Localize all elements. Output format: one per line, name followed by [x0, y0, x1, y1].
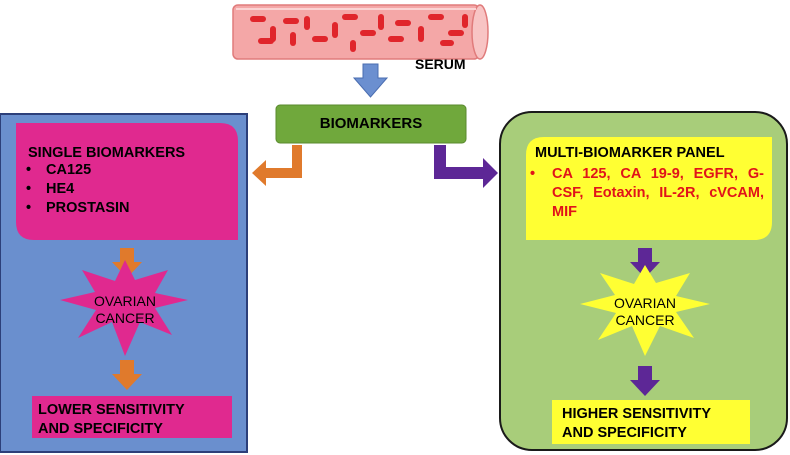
- lower-sensitivity-box: [32, 396, 232, 438]
- left-arrow-down-1-icon: [112, 248, 142, 278]
- result-line-2: AND SPECIFICITY: [562, 425, 687, 441]
- biomarkers-label: BIOMARKERS: [319, 115, 423, 132]
- biomarker-item: PROSTASIN: [26, 199, 130, 218]
- marker-list-text: CA 125, CA 19-9, EGFR, G-CSF, Eotaxin, I…: [552, 166, 764, 220]
- bullet-icon: •: [530, 166, 536, 182]
- result-line-1: HIGHER SENSITIVITY: [562, 406, 712, 422]
- multi-biomarker-title: MULTI-BIOMARKER PANEL: [535, 145, 725, 161]
- star-line-2: CANCER: [95, 310, 155, 326]
- lower-sensitivity-label: LOWER SENSITIVITY AND SPECIFICITY: [38, 401, 185, 439]
- right-arrow-down-1-icon: [630, 248, 660, 278]
- single-biomarkers-list: CA125 HE4 PROSTASIN: [26, 161, 130, 218]
- multi-biomarker-box: [526, 137, 772, 240]
- higher-sensitivity-box: [552, 400, 750, 444]
- right-ovarian-cancer-star: [580, 265, 710, 356]
- right-arrow-down-2-icon: [630, 366, 660, 396]
- single-biomarkers-title: SINGLE BIOMARKERS: [28, 145, 186, 161]
- blood-vessel-icon: [232, 4, 489, 60]
- higher-sensitivity-label: HIGHER SENSITIVITY AND SPECIFICITY: [562, 405, 711, 443]
- star-line-2: CANCER: [615, 312, 675, 328]
- biomarker-item: CA125: [26, 161, 130, 180]
- result-line-1: LOWER SENSITIVITY: [38, 402, 185, 418]
- star-line-1: OVARIAN: [94, 293, 156, 309]
- orange-branch-arrow-icon: [252, 145, 302, 186]
- left-arrow-down-2-icon: [112, 360, 142, 390]
- right-ovarian-cancer-label: OVARIAN CANCER: [595, 295, 695, 329]
- serum-label: SERUM: [415, 56, 466, 72]
- star-line-1: OVARIAN: [614, 295, 676, 311]
- left-ovarian-cancer-label: OVARIAN CANCER: [75, 293, 175, 327]
- result-line-2: AND SPECIFICITY: [38, 421, 163, 437]
- multi-biomarker-markers: • CA 125, CA 19-9, EGFR, G-CSF, Eotaxin,…: [530, 165, 764, 222]
- biomarker-item: HE4: [26, 180, 130, 199]
- biomarkers-box: [275, 104, 467, 144]
- purple-branch-arrow-icon: [434, 145, 498, 188]
- serum-down-arrow-icon: [352, 63, 389, 98]
- left-ovarian-cancer-star: [60, 260, 188, 356]
